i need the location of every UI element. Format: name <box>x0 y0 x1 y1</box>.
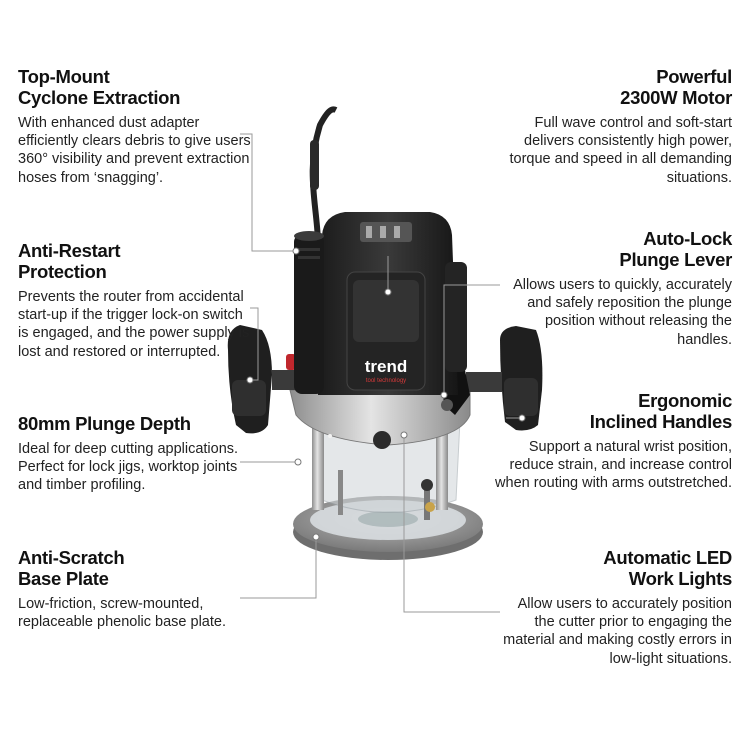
feature-title-line-1: Anti-Restart <box>18 240 121 261</box>
feature-title-line-2: Work Lights <box>628 568 733 589</box>
leader-dot-motor <box>384 288 392 296</box>
leader-dot-base-plate <box>312 533 320 541</box>
brand-badge: trend tool technology <box>346 271 426 391</box>
leader-led <box>403 435 500 613</box>
feature-description: Full wave control and soft-start deliver… <box>509 115 733 186</box>
leader-base-plate <box>240 537 317 599</box>
feature-description: Allows users to quickly, accurately and … <box>513 277 732 348</box>
feature-title-line-2: Plunge Lever <box>619 249 732 270</box>
leader-plunge-lever <box>443 284 500 395</box>
feature-description: With enhanced dust adapter efficiently c… <box>18 115 251 186</box>
leader-dot-plunge-depth <box>294 458 302 466</box>
aluminium-base <box>289 389 471 449</box>
feature-description: Low-friction, screw-mounted, replaceable… <box>18 596 226 631</box>
brand-tagline: tool technology <box>366 378 406 384</box>
leader-dot-led <box>400 431 408 439</box>
brand-name: trend <box>365 357 408 376</box>
feature-title: 80mm Plunge Depth <box>18 413 191 434</box>
feature-description: Allow users to accurately position the c… <box>503 596 732 667</box>
power-cable <box>309 106 338 241</box>
feature-title-line-2: Base Plate <box>18 568 109 589</box>
leader-dot-handles <box>518 414 526 422</box>
right-handle <box>466 326 543 431</box>
leader-dot-cyclone <box>292 247 300 255</box>
base-plate <box>293 496 483 560</box>
leader-dot-plunge-lever <box>440 391 448 399</box>
depth-stop <box>338 470 435 520</box>
feature-title-line-2: Cyclone Extraction <box>18 87 181 108</box>
feature-title-line-2: Protection <box>18 261 107 282</box>
feature-title-line-2: 2300W Motor <box>620 87 732 108</box>
feature-description: Support a natural wrist position, reduce… <box>495 439 732 492</box>
feature-description: Ideal for deep cutting applications. Per… <box>18 441 239 494</box>
feature-title-line-1: Anti-Scratch <box>18 547 125 568</box>
leader-anti-restart <box>250 307 259 381</box>
feature-title-line-2: Inclined Handles <box>589 411 733 432</box>
feature-title-line-1: Ergonomic <box>638 390 732 411</box>
leader-dot-anti-restart <box>246 376 254 384</box>
feature-title-line-1: Auto-Lock <box>643 228 732 249</box>
feature-description: Prevents the router from accidental star… <box>18 289 250 360</box>
feature-title-line-1: Top-Mount <box>18 66 110 87</box>
extraction-tube <box>294 231 324 394</box>
leader-cyclone <box>240 133 296 252</box>
feature-plunge-depth: 80mm Plunge Depth Ideal for deep cutting… <box>18 413 240 495</box>
feature-title-line-1: Automatic LED <box>603 547 732 568</box>
feature-title-line-1: Powerful <box>656 66 732 87</box>
